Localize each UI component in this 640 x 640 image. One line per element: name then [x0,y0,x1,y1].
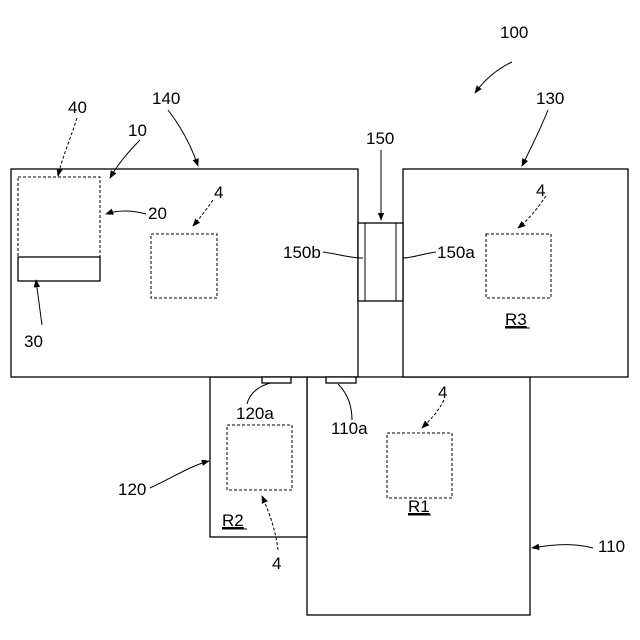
label-150: 150 [366,129,394,148]
label-20: 20 [148,204,167,223]
door-110a [326,377,356,383]
label-110: 110 [598,537,625,556]
label-4-120: 4 [272,554,281,573]
label-120: 120 [118,480,146,499]
label-130: 130 [536,89,564,108]
door-120a [262,377,291,383]
label-150a: 150a [437,243,475,262]
label-r2: R2 [222,511,244,530]
label-r3: R3 [505,310,527,329]
label-110a: 110a [331,419,368,438]
arrow-120 [150,461,209,488]
room-110-box [307,377,530,615]
label-10: 10 [128,121,147,140]
label-4-130: 4 [536,181,545,200]
arrow-40 [58,118,77,176]
device-lower-30 [18,257,100,281]
arrow-140 [168,110,198,166]
label-150b: 150b [283,243,321,262]
arrow-130 [522,110,548,166]
label-140: 140 [152,89,180,108]
label-r1: R1 [408,497,430,516]
passage-150 [358,223,403,301]
label-4-140: 4 [214,183,223,202]
label-4-110: 4 [438,383,447,402]
arrow-110 [532,545,593,548]
label-30: 30 [24,332,43,351]
label-100: 100 [500,23,528,42]
arrow-100 [475,62,512,93]
label-120a: 120a [236,404,274,423]
room-130-box [403,169,628,377]
label-40: 40 [68,98,87,117]
